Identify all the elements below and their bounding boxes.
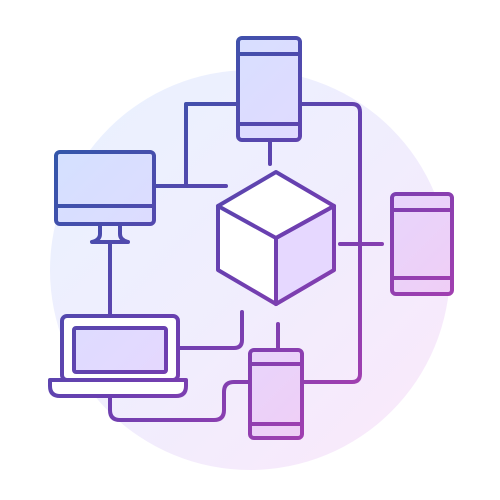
tablet-icon: [390, 192, 454, 296]
link-top-phone-monitor: [184, 102, 240, 188]
connection-lines: [108, 102, 384, 422]
link-laptop-bottom-phone: [108, 380, 252, 422]
smartphone-icon: [248, 348, 304, 440]
laptop-icon: [48, 314, 188, 398]
smartphone-icon: [236, 36, 302, 142]
link-laptop-cube: [176, 310, 244, 350]
cube-icon: [216, 170, 336, 306]
desktop-monitor-icon: [54, 150, 156, 244]
